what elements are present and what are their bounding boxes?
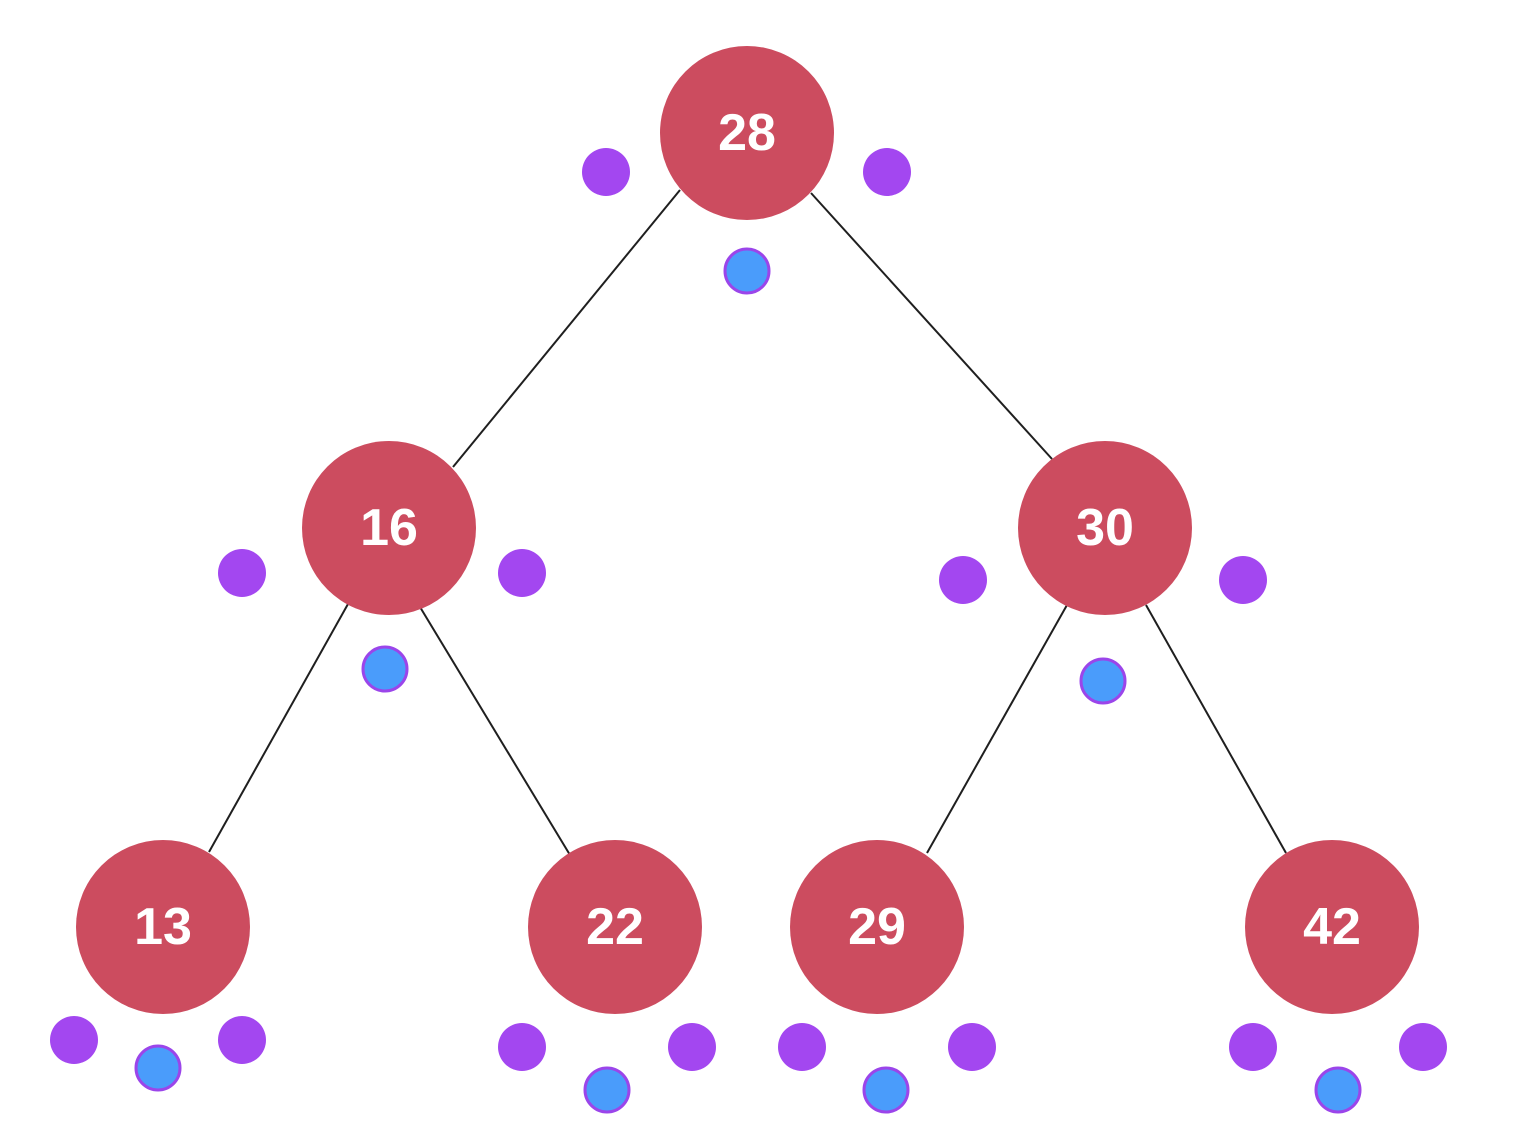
blue-dot (1079, 657, 1127, 705)
tree-node-42: 42 (1245, 840, 1419, 1014)
nodes: 28 16 30 13 22 29 42 (76, 46, 1419, 1014)
purple-dot (498, 1023, 546, 1071)
purple-dot (1229, 1023, 1277, 1071)
purple-dot (778, 1023, 826, 1071)
tree-node-29: 29 (790, 840, 964, 1014)
node-circle (76, 840, 250, 1014)
edge-30-42 (1145, 604, 1287, 854)
tree-node-16: 16 (302, 441, 476, 615)
node-circle (528, 840, 702, 1014)
dots (50, 148, 1447, 1114)
edge-16-22 (419, 606, 571, 856)
node-label: 29 (848, 898, 906, 956)
blue-dot (1314, 1066, 1362, 1114)
tree-node-22: 22 (528, 840, 702, 1014)
purple-dot (863, 148, 911, 196)
blue-dot (583, 1066, 631, 1114)
purple-dot (1399, 1023, 1447, 1071)
node-circle (1245, 840, 1419, 1014)
purple-dot (218, 1016, 266, 1064)
purple-dot (50, 1016, 98, 1064)
purple-dot (948, 1023, 996, 1071)
purple-dot (582, 148, 630, 196)
edge-16-13 (208, 603, 349, 853)
node-circle (1018, 441, 1192, 615)
node-circle (660, 46, 834, 220)
tree-node-13: 13 (76, 840, 250, 1014)
node-circle (790, 840, 964, 1014)
blue-dot (134, 1044, 182, 1092)
blue-dot (361, 645, 409, 693)
node-label: 28 (718, 104, 776, 162)
purple-dot (218, 549, 266, 597)
purple-dot (498, 549, 546, 597)
edges (208, 189, 1287, 856)
blue-dot (723, 247, 771, 295)
edge-30-29 (926, 604, 1068, 854)
edge-28-16 (452, 189, 681, 468)
tree-node-30: 30 (1018, 441, 1192, 615)
edge-28-30 (810, 192, 1053, 460)
purple-dot (939, 556, 987, 604)
node-label: 13 (134, 898, 192, 956)
purple-dot (1219, 556, 1267, 604)
node-circle (302, 441, 476, 615)
purple-dot (668, 1023, 716, 1071)
blue-dot (862, 1066, 910, 1114)
node-label: 30 (1076, 499, 1134, 557)
node-label: 42 (1303, 898, 1361, 956)
tree-node-28: 28 (660, 46, 834, 220)
node-label: 16 (360, 499, 418, 557)
node-label: 22 (586, 898, 644, 956)
